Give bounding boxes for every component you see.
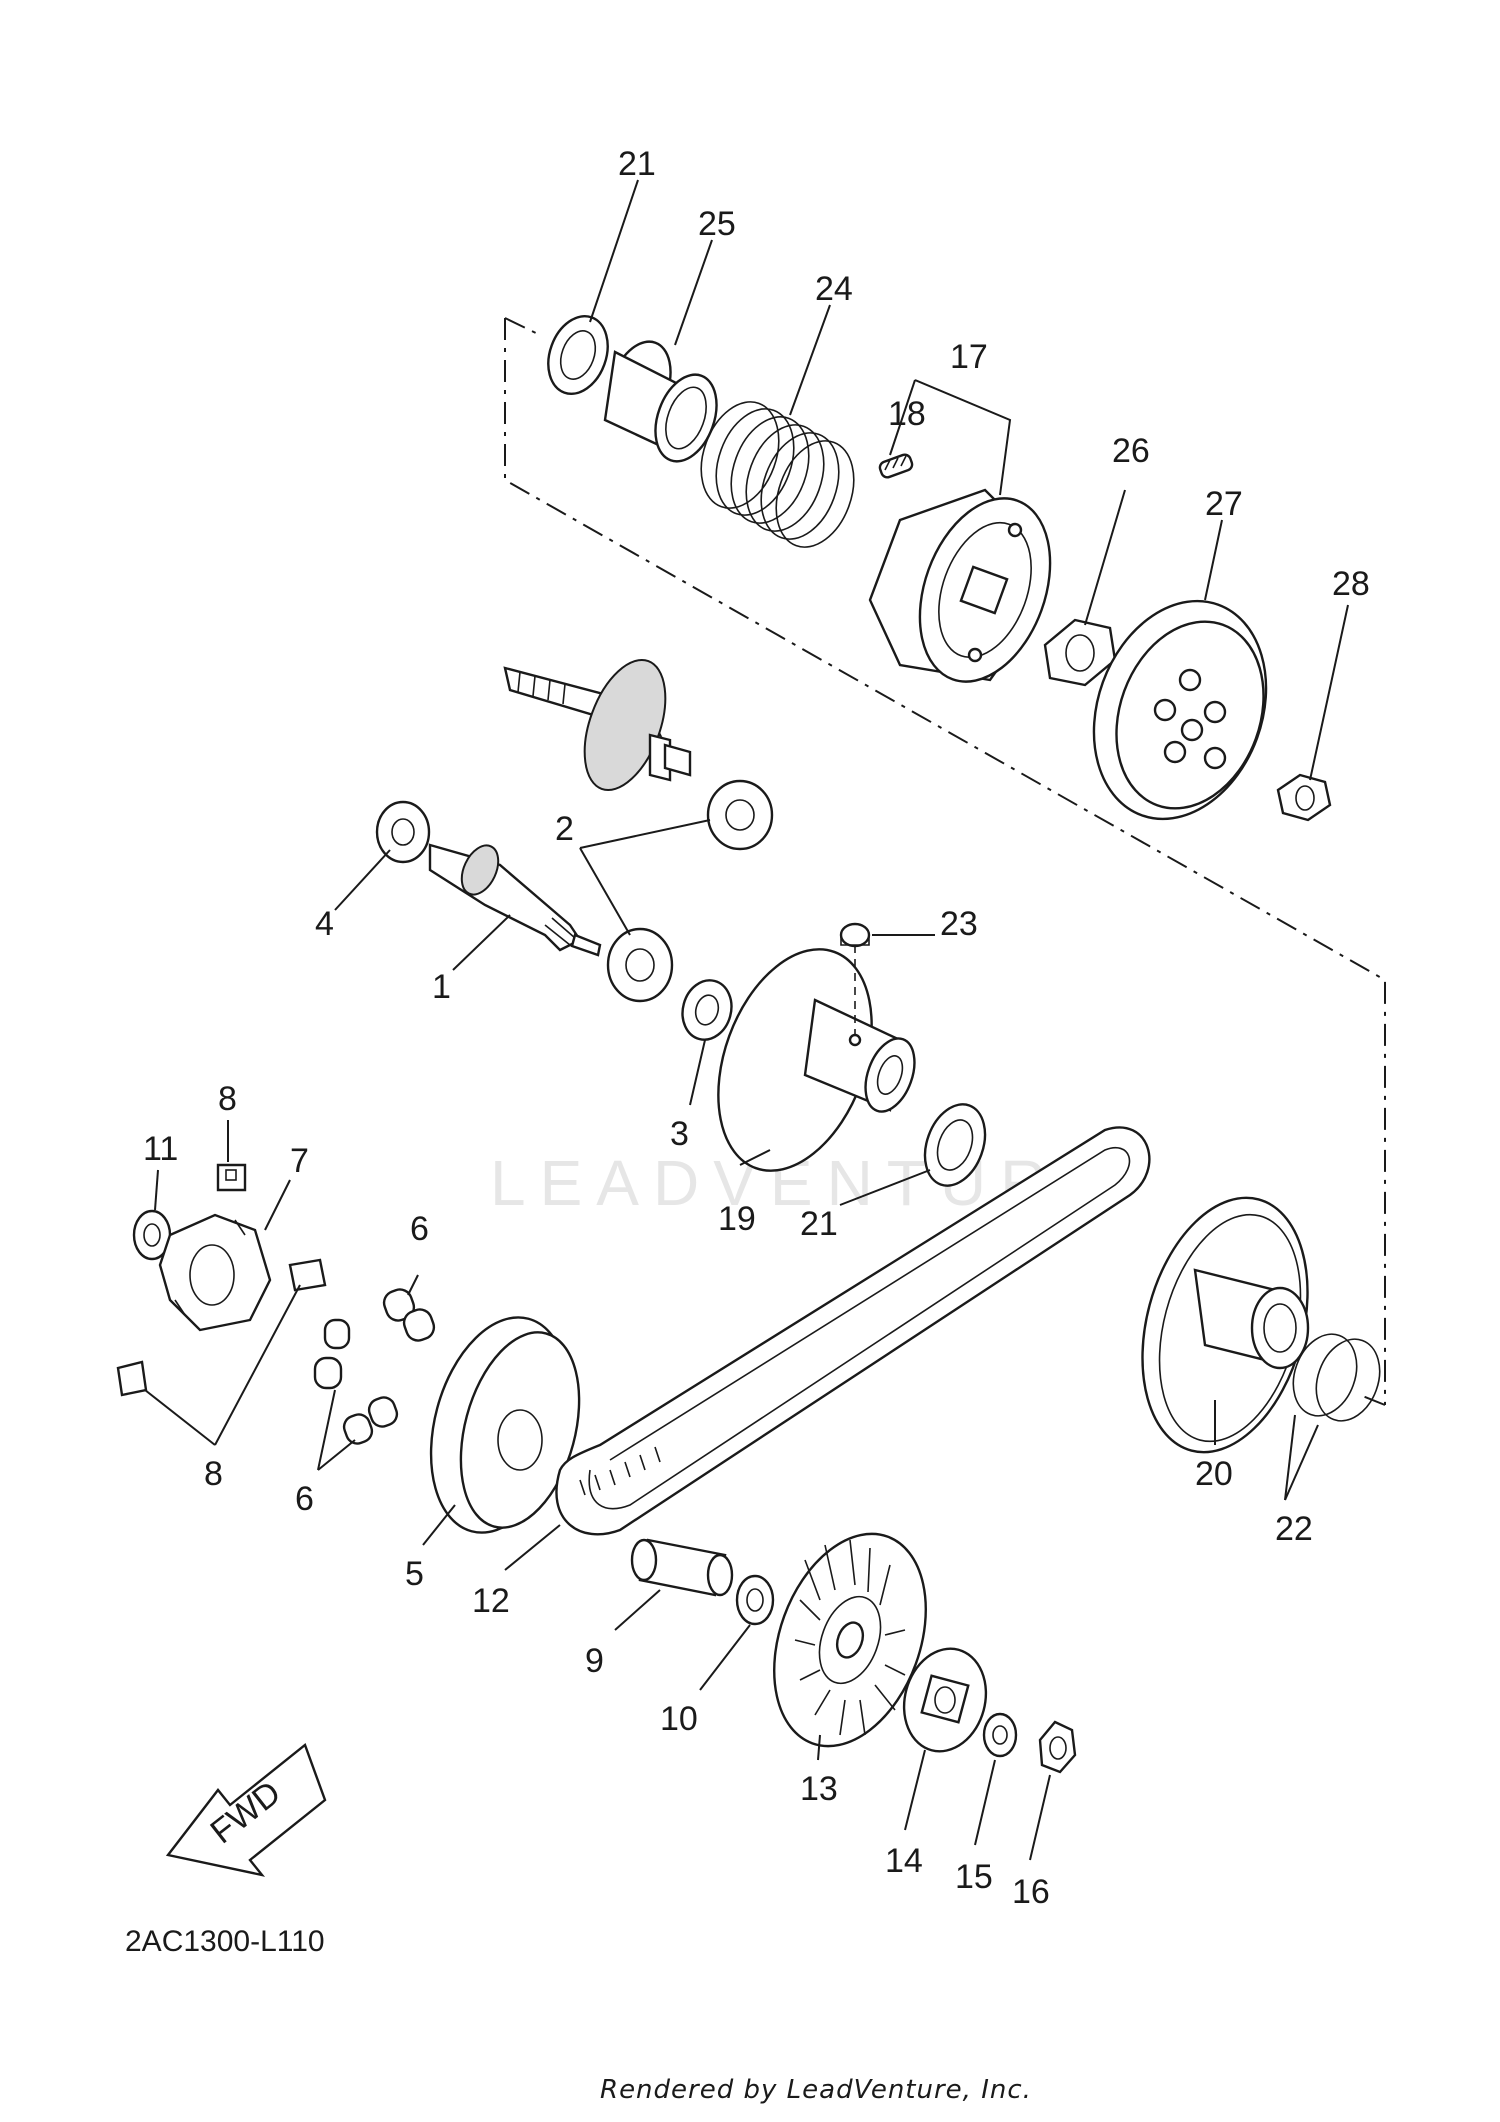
part-6-roller-c	[323, 1318, 351, 1350]
part-13-fan-sheave	[773, 1532, 927, 1748]
part-6-roller-f	[367, 1396, 399, 1428]
callout-25: 25	[698, 205, 736, 243]
callout-20: 20	[1195, 1455, 1233, 1493]
part-14-one-way-clutch	[902, 1647, 988, 1753]
part-2-bearing-lower	[606, 927, 674, 1003]
diagram-code: 2AC1300-L110	[125, 1925, 325, 1958]
callout-15: 15	[955, 1858, 993, 1896]
callout-7: 7	[290, 1142, 309, 1180]
part-10-washer	[735, 1574, 775, 1626]
callout-19: 19	[718, 1200, 756, 1238]
callout-8-bottom: 8	[204, 1455, 223, 1493]
callout-9: 9	[585, 1642, 604, 1680]
part-3-washer	[681, 979, 733, 1041]
callout-6-bottom: 6	[295, 1480, 314, 1518]
callout-26: 26	[1112, 432, 1150, 470]
callout-17: 17	[950, 338, 988, 376]
render-credit: Rendered by LeadVenture, Inc.	[600, 2075, 1032, 2105]
leader-lines	[144, 179, 1349, 1861]
part-9-collar	[630, 1538, 734, 1597]
part-6-roller-e	[342, 1413, 374, 1445]
callout-21-top: 21	[618, 145, 656, 183]
part-16-nut	[1038, 1720, 1077, 1774]
part-24-spring	[700, 401, 855, 548]
assembly-dashed-line-top	[504, 317, 541, 336]
part-21-seal-lower	[923, 1103, 987, 1187]
callout-12: 12	[472, 1582, 510, 1620]
part-23-pin	[839, 922, 871, 948]
part-21-seal-top	[547, 315, 609, 395]
callout-5: 5	[405, 1555, 424, 1593]
part-8-slider-top	[216, 1163, 247, 1192]
part-4-bearing	[375, 800, 431, 864]
callout-6-top: 6	[410, 1210, 429, 1248]
part-22-circlips	[1292, 1333, 1381, 1422]
callout-22: 22	[1275, 1510, 1313, 1548]
fwd-arrow-icon: FWD	[165, 1743, 327, 1877]
part-17-clutch-carrier	[868, 488, 1052, 683]
part-28-nut	[1276, 773, 1332, 822]
part-19-fixed-sheave	[717, 945, 916, 1172]
callout-10: 10	[660, 1700, 698, 1738]
part-15-washer	[982, 1712, 1018, 1758]
part-20-driven-sheave	[1141, 1196, 1310, 1454]
callout-13: 13	[800, 1770, 838, 1808]
part-25-collar	[603, 340, 718, 463]
callout-8-top: 8	[218, 1080, 237, 1118]
callout-2: 2	[555, 810, 574, 848]
callout-27: 27	[1205, 485, 1243, 523]
callout-18: 18	[888, 395, 926, 433]
part-5-movable-sheave	[429, 1316, 581, 1534]
callout-14: 14	[885, 1842, 923, 1880]
callout-23: 23	[940, 905, 978, 943]
part-18-small-spring	[878, 453, 914, 479]
part-7-cam-plate	[158, 1213, 272, 1332]
part-27-clutch-housing	[1092, 599, 1268, 821]
part-secondary-shaft	[503, 658, 692, 792]
part-2-bearing-upper	[706, 779, 774, 851]
part-8-slider-right	[288, 1258, 327, 1292]
callout-1: 1	[432, 968, 451, 1006]
part-12-drive-belt	[555, 1126, 1151, 1536]
callout-21-bottom: 21	[800, 1205, 838, 1243]
part-6-roller-b	[402, 1308, 436, 1342]
callout-16: 16	[1012, 1873, 1050, 1911]
assembly-dashed-line	[504, 318, 1386, 1405]
callout-11: 11	[143, 1130, 178, 1168]
callout-28: 28	[1332, 565, 1370, 603]
callout-numbers: 21 25 24 17 18 26 27 28 2 4 1 23 3 19 21…	[143, 145, 1370, 1911]
part-8-slider-left	[116, 1360, 148, 1397]
callout-24: 24	[815, 270, 853, 308]
callout-4: 4	[315, 905, 334, 943]
callout-3: 3	[670, 1115, 689, 1153]
part-1-primary-shaft	[428, 843, 602, 957]
part-6-roller-d	[313, 1356, 343, 1390]
